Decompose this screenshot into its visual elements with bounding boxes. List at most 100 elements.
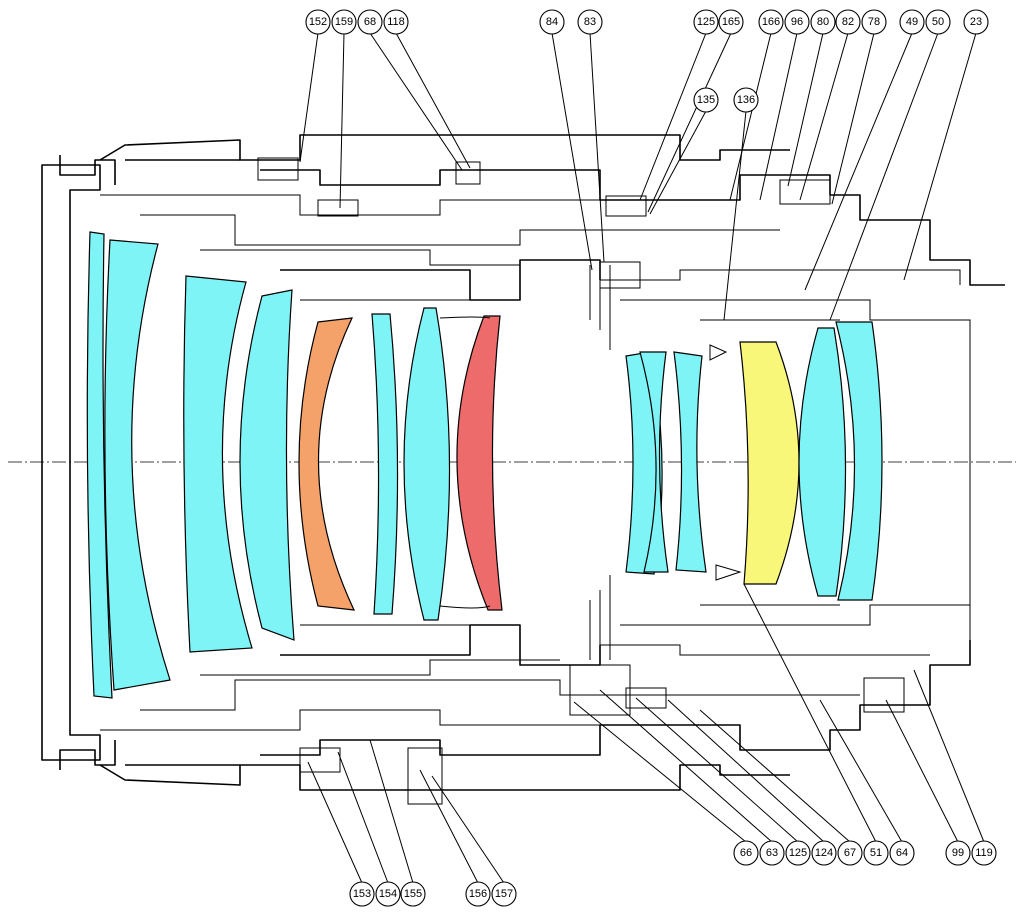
leader-line: [573, 701, 747, 843]
callout-154: 154: [375, 881, 401, 907]
callout-circle: [357, 9, 383, 35]
callout-label: 119: [975, 847, 993, 859]
callout-23: 23: [963, 9, 989, 35]
leader-line: [337, 751, 389, 884]
callout-83: 83: [577, 9, 603, 35]
lens-element-1: [86, 231, 113, 699]
leader-line: [369, 739, 414, 884]
leader-line: [635, 697, 799, 843]
callout-135: 135: [693, 87, 719, 113]
leader-line: [743, 583, 877, 843]
callout-circle: [718, 9, 744, 35]
callout-circle: [539, 9, 565, 35]
callout-label: 152: [309, 16, 327, 28]
callout-circle: [383, 9, 409, 35]
leader-line: [395, 32, 471, 169]
callout-circle: [835, 9, 861, 35]
callout-156: 156: [465, 881, 491, 907]
lens-element-10: [639, 351, 669, 573]
callout-label: 66: [740, 847, 752, 859]
callout-label: 63: [766, 847, 778, 859]
callout-label: 153: [353, 888, 371, 900]
callout-label: 83: [584, 16, 596, 28]
callout-circle: [305, 9, 331, 35]
leader-line: [551, 32, 593, 271]
leader-line: [831, 32, 875, 205]
callout-119: 119: [971, 840, 997, 866]
callout-159: 159: [331, 9, 357, 35]
callout-label: 118: [387, 16, 405, 28]
callout-circle: [899, 9, 925, 35]
callout-circle: [861, 9, 887, 35]
leader-line: [299, 32, 319, 163]
callout-circle: [963, 9, 989, 35]
callout-63: 63: [759, 840, 785, 866]
callout-66: 66: [733, 840, 759, 866]
callout-circle: [331, 9, 357, 35]
leader-line: [419, 769, 479, 884]
leader-line: [799, 32, 849, 201]
lens-element-2: [104, 239, 171, 691]
callout-157: 157: [491, 881, 517, 907]
callout-label: 78: [868, 16, 880, 28]
callout-circle: [577, 9, 603, 35]
lens-elements: [86, 231, 883, 699]
callout-label: 99: [952, 847, 964, 859]
callouts-top: 152 159 68 118 84 83 125 165 166 96 80 82 78 49 50 23 13…: [299, 9, 989, 321]
callout-label: 165: [722, 16, 740, 28]
callout-96: 96: [784, 9, 810, 35]
leader-line: [369, 32, 463, 171]
leader-line: [759, 32, 798, 201]
callout-circle: [759, 840, 785, 866]
callout-circle: [811, 840, 837, 866]
callout-circle: [971, 840, 997, 866]
callout-label: 135: [697, 94, 715, 106]
callout-125: 125: [693, 9, 719, 35]
lens-element-7: [403, 307, 451, 621]
callout-label: 49: [906, 16, 918, 28]
callout-circle: [837, 840, 863, 866]
leader-line: [307, 761, 363, 884]
callout-circle: [693, 87, 719, 113]
callout-circle: [758, 9, 784, 35]
callout-82: 82: [835, 9, 861, 35]
callout-label: 50: [932, 16, 944, 28]
leader-line: [589, 32, 605, 263]
callout-circle: [375, 881, 401, 907]
leader-line: [649, 110, 707, 215]
callout-80: 80: [810, 9, 836, 35]
callout-152: 152: [305, 9, 331, 35]
callout-label: 157: [495, 888, 513, 900]
callout-84: 84: [539, 9, 565, 35]
lens-element-4: [239, 289, 295, 641]
callout-circle: [465, 881, 491, 907]
callout-label: 96: [791, 16, 803, 28]
mechanical-parts: [257, 157, 905, 805]
leader-line: [819, 699, 903, 843]
callout-124: 124: [811, 840, 837, 866]
callout-label: 125: [697, 16, 715, 28]
leader-line: [647, 32, 732, 213]
callout-label: 154: [379, 888, 397, 900]
callout-circle: [693, 9, 719, 35]
callout-label: 166: [762, 16, 780, 28]
callout-label: 82: [842, 16, 854, 28]
callout-label: 68: [364, 16, 376, 28]
leader-line: [729, 32, 772, 201]
callout-circle: [733, 840, 759, 866]
leader-line: [431, 775, 505, 884]
lens-element-5: [298, 317, 356, 611]
callout-51: 51: [863, 840, 889, 866]
callout-67: 67: [837, 840, 863, 866]
callout-64: 64: [889, 840, 915, 866]
callout-78: 78: [861, 9, 887, 35]
callout-68: 68: [357, 9, 383, 35]
lens-element-3: [183, 275, 253, 653]
callout-50: 50: [925, 9, 951, 35]
callout-label: 159: [335, 16, 353, 28]
callout-99: 99: [945, 840, 971, 866]
callout-166: 166: [758, 9, 784, 35]
lens-element-13: [798, 327, 847, 597]
callout-circle: [491, 881, 517, 907]
